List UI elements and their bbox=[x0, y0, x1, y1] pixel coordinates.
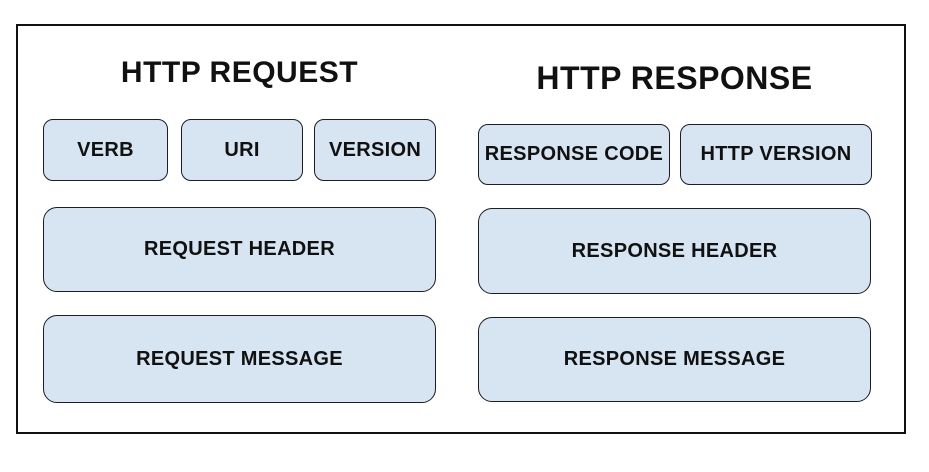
version-box: VERSION bbox=[314, 119, 436, 181]
response-message-box: RESPONSE MESSAGE bbox=[478, 317, 871, 402]
http-version-box: HTTP VERSION bbox=[680, 124, 872, 185]
uri-box: URI bbox=[181, 119, 303, 181]
http-response-title: HTTP RESPONSE bbox=[536, 60, 813, 96]
response-code-box: RESPONSE CODE bbox=[478, 124, 670, 185]
verb-box: VERB bbox=[43, 119, 168, 181]
request-message-box: REQUEST MESSAGE bbox=[43, 315, 436, 403]
request-header-box: REQUEST HEADER bbox=[43, 207, 436, 292]
http-request-title: HTTP REQUEST bbox=[120, 56, 359, 89]
response-header-box: RESPONSE HEADER bbox=[478, 208, 871, 294]
